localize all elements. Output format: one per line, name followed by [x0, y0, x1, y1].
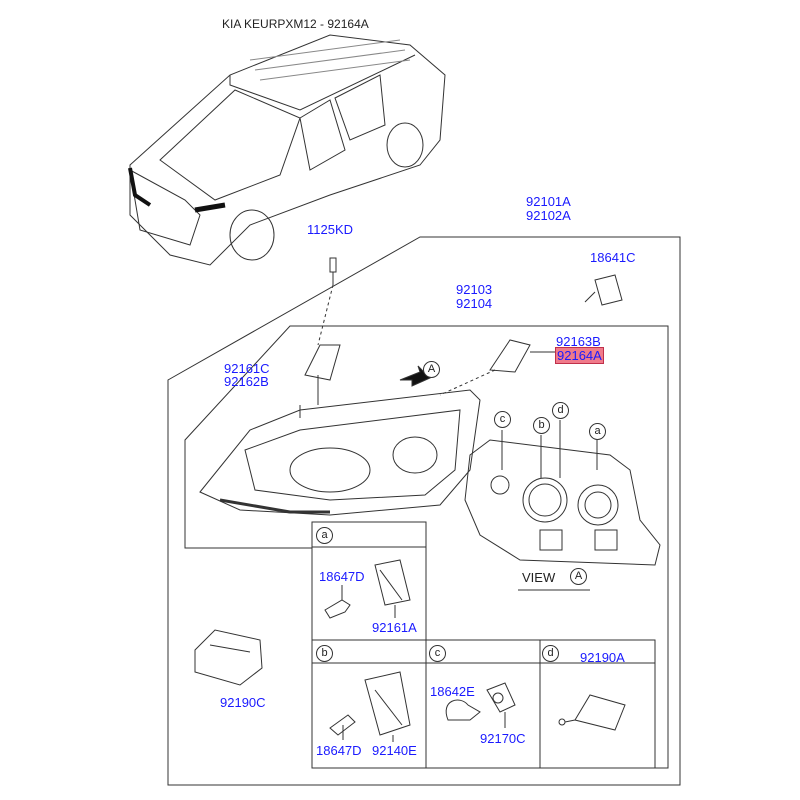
view-label: VIEW — [522, 570, 556, 585]
vehicle-illustration — [128, 34, 446, 266]
callout-A: A — [423, 361, 440, 378]
part-92102A[interactable]: 92102A — [526, 208, 571, 223]
outer-frame — [167, 236, 681, 786]
headlamp-assembly — [199, 375, 481, 516]
box-d-callout: d — [542, 645, 559, 662]
callout-c: c — [494, 411, 511, 428]
diagram-title: KIA KEURPXM12 - 92164A — [222, 17, 369, 31]
part-18642E[interactable]: 18642E — [430, 684, 475, 699]
view-callout-A: A — [570, 568, 587, 585]
part-18647D-a[interactable]: 18647D — [319, 569, 365, 584]
part-18641C[interactable]: 18641C — [590, 250, 636, 265]
part-92163B[interactable]: 92163B — [556, 334, 601, 349]
box-b-callout: b — [316, 645, 333, 662]
sub-part-grid — [311, 521, 656, 769]
callout-a: a — [589, 423, 606, 440]
part-92140E[interactable]: 92140E — [372, 743, 417, 758]
headlamp-rear-view — [464, 420, 661, 566]
part-92103[interactable]: 92103 — [456, 282, 493, 297]
part-92101A[interactable]: 92101A — [526, 194, 571, 209]
callout-b: b — [533, 417, 550, 434]
part-92164A-highlighted[interactable]: 92164A — [555, 347, 604, 364]
box-c-callout: c — [429, 645, 446, 662]
part-92190C[interactable]: 92190C — [220, 695, 266, 710]
part-1125KD[interactable]: 1125KD — [307, 222, 354, 237]
part-18647D-b[interactable]: 18647D — [316, 743, 362, 758]
callout-d: d — [552, 402, 569, 419]
part-92104[interactable]: 92104 — [456, 296, 493, 311]
part-92161A[interactable]: 92161A — [372, 620, 417, 635]
part-92170C[interactable]: 92170C — [480, 731, 526, 746]
part-92162B[interactable]: 92162B — [224, 374, 269, 389]
part-92190A[interactable]: 92190A — [580, 650, 625, 665]
part-92161C[interactable]: 92161C — [224, 361, 270, 376]
box-a-callout: a — [316, 527, 333, 544]
